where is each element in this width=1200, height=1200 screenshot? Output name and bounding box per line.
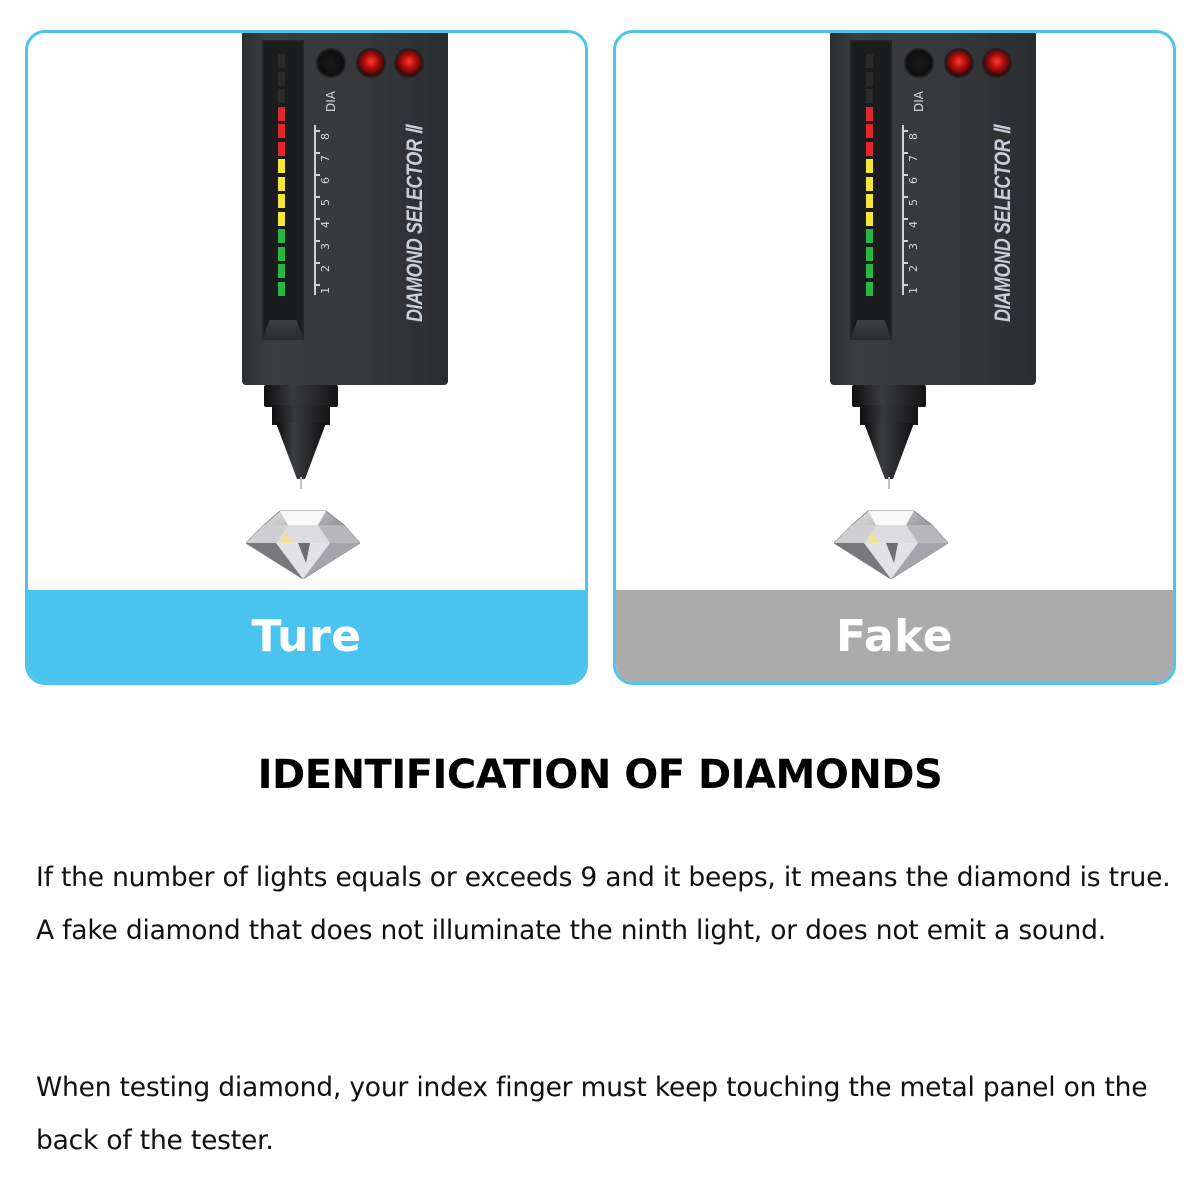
scale-number: 2 <box>907 265 920 272</box>
result-label-fake: Fake <box>835 610 954 662</box>
led-red <box>866 106 873 121</box>
led-yellow <box>866 194 873 208</box>
indicator-light-off-icon <box>316 48 346 78</box>
led-green <box>866 229 873 243</box>
led-yellow <box>866 211 873 226</box>
scale-number: 7 <box>907 155 920 162</box>
led-yellow <box>278 194 285 208</box>
result-label-true: Ture <box>251 610 362 662</box>
diamond-icon <box>246 510 360 579</box>
led-red <box>866 124 873 138</box>
tester-tip-cone <box>276 423 326 479</box>
scale-number: 4 <box>319 221 332 228</box>
led-red <box>278 141 285 156</box>
dia-marker-label: DIA <box>912 91 926 112</box>
scale-number: 8 <box>907 133 920 140</box>
led-green <box>278 246 285 261</box>
tester-tip-collar <box>264 385 338 407</box>
result-banner: Ture <box>28 590 585 682</box>
led-strip <box>278 54 288 299</box>
led-yellow <box>278 211 285 226</box>
led-strip <box>866 54 876 299</box>
led-display <box>262 40 304 340</box>
dia-marker-label: DIA <box>324 91 338 112</box>
fake-diamond-card: DIA 8 7 6 5 4 3 2 1 DIAMOND SELECTOR Ⅱ <box>613 30 1176 685</box>
led-green <box>278 229 285 243</box>
scale-number: 5 <box>907 199 920 206</box>
led-red <box>866 141 873 156</box>
diamond-icon <box>834 510 948 579</box>
indicator-light-red-icon <box>982 48 1012 78</box>
tester-tip-collar <box>852 385 926 407</box>
device-brand-label: DIAMOND SELECTOR Ⅱ <box>990 126 1015 322</box>
diamond-tester-device: DIA 8 7 6 5 4 3 2 1 DIAMOND SELECTOR Ⅱ <box>242 33 448 385</box>
scale-number: 4 <box>907 221 920 228</box>
indicator-light-red-icon <box>356 48 386 78</box>
scale-number: 7 <box>319 155 332 162</box>
led-red <box>278 106 285 121</box>
scale-number: 6 <box>319 177 332 184</box>
indicator-light-off-icon <box>904 48 934 78</box>
scale-number: 3 <box>907 243 920 250</box>
led-yellow <box>866 176 873 191</box>
led-green <box>866 264 873 278</box>
led-green <box>866 246 873 261</box>
scale-number: 8 <box>319 133 332 140</box>
scale-number: 5 <box>319 199 332 206</box>
scale-bar <box>314 125 316 295</box>
instruction-paragraph: When testing diamond, your index finger … <box>36 1072 1148 1156</box>
tester-tip-collar <box>272 405 330 425</box>
result-banner: Fake <box>616 590 1173 682</box>
led-red <box>278 124 285 138</box>
scale-bar <box>902 125 904 295</box>
device-brand-label: DIAMOND SELECTOR Ⅱ <box>402 126 427 322</box>
scale-number: 1 <box>319 287 332 294</box>
tester-probe <box>300 477 302 489</box>
tester-tip-cone <box>864 423 914 479</box>
led-yellow <box>278 159 285 173</box>
led-yellow <box>278 176 285 191</box>
tester-tip-collar <box>860 405 918 425</box>
led-yellow <box>866 159 873 173</box>
indicator-light-red-icon <box>944 48 974 78</box>
led-green <box>278 281 285 296</box>
indicator-light-red-icon <box>394 48 424 78</box>
led-green <box>866 281 873 296</box>
scale-number: 2 <box>319 265 332 272</box>
scale-number: 6 <box>907 177 920 184</box>
tester-probe <box>888 477 890 489</box>
led-green <box>278 264 285 278</box>
scale-number: 1 <box>907 287 920 294</box>
section-heading: IDENTIFICATION OF DIAMONDS <box>257 752 943 798</box>
instruction-paragraph: If the number of lights equals or exceed… <box>36 862 1171 946</box>
true-diamond-card: DIA 8 7 6 5 4 3 2 1 DIAMOND SELECTOR Ⅱ <box>25 30 588 685</box>
diamond-tester-device: DIA 8 7 6 5 4 3 2 1 DIAMOND SELECTOR Ⅱ <box>830 33 1036 385</box>
led-display <box>850 40 892 340</box>
scale-number: 3 <box>319 243 332 250</box>
